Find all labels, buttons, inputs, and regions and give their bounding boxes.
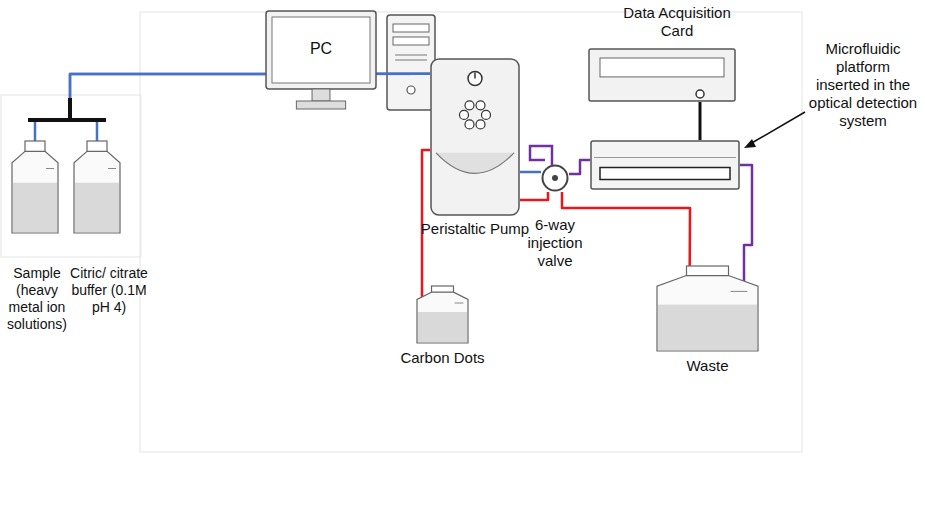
bottle-outline [415,285,470,345]
bottle-outline [655,265,760,353]
monitor-outline [265,10,377,110]
bottle-outline [72,140,122,235]
buffer-bottle: Citric/ citrate buffer (0.1M pH 4) [72,140,122,235]
daq-card-outline [588,48,736,102]
tube-connector [740,165,752,283]
tube-connector [520,192,548,200]
node-label: Sample (heavy metal ion solutions) [3,265,71,333]
bottle-outline [10,140,60,235]
node-label: Microfluidic platform inserted in the op… [808,40,918,130]
pc-monitor: PC [265,10,377,110]
callout-arrow [744,112,805,148]
sample-bottle: Sample (heavy metal ion solutions) [10,140,60,235]
detection-system-outline [590,140,740,190]
sample-loop [530,146,552,165]
daq-card: Data Acquisition Card [588,48,736,102]
node-label: Waste [655,357,760,375]
junction-bar [28,118,106,122]
detection-system: Microfluidic platform inserted in the op… [590,140,740,190]
apparatus-frame [140,12,802,452]
node-label: Peristaltic Pump [415,220,535,238]
pc-tower [387,15,435,110]
node-label: Citric/ citrate buffer (0.1M pH 4) [70,265,148,316]
tube-connector [699,102,702,140]
valve-outline [541,164,569,192]
node-label: PC [265,10,377,58]
reservoir-frame [1,95,141,257]
carbon-dots-bottle: Carbon Dots [415,285,470,345]
node-label: Carbon Dots [390,349,495,367]
tube-connector [520,171,541,174]
waste-bottle: Waste [655,265,760,353]
injection-valve: 6-way injection valve [541,164,569,192]
junction-stem [68,98,72,120]
node-label: 6-way injection valve [510,216,600,270]
node-label: Data Acquisition Card [618,4,736,40]
peristaltic-pump: Peristaltic Pump [430,58,520,216]
pump-outline [430,58,520,216]
tube-connector [569,160,590,174]
